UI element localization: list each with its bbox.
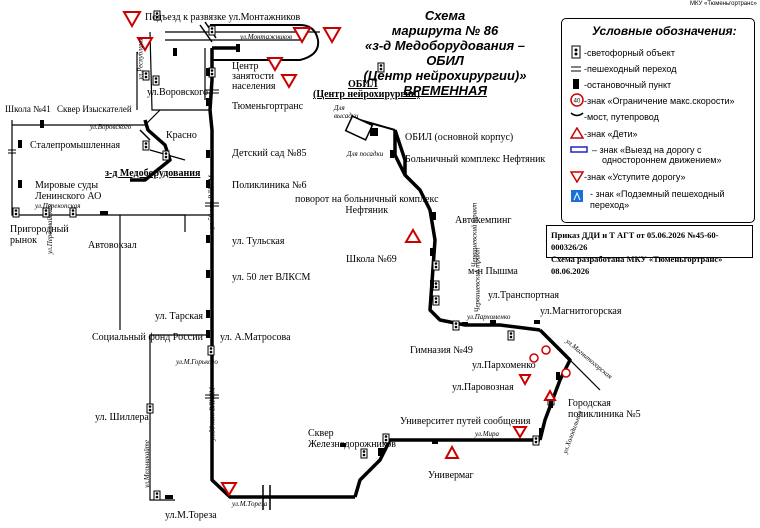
stop-label: Сквер Изыскателей — [57, 104, 132, 114]
stop-label: м-н Пышма — [468, 266, 518, 277]
stop-label: ул.Пархоменко — [472, 360, 536, 371]
legend-item: -мост, путепровод — [584, 112, 659, 122]
street-name: Червишевский тракт — [470, 202, 479, 268]
legend-item: -светофорный объект — [584, 48, 675, 58]
title-line: (Центр нейрохирургии)» — [363, 68, 527, 83]
stop-label: ул. Тарская — [155, 311, 204, 322]
underground-crossing-sign-icon — [571, 190, 583, 202]
street-name: ул.М.Тореза — [232, 500, 268, 508]
stop-label: ул.Воровского — [147, 87, 209, 98]
street-name: ул.Пархоменко — [467, 313, 511, 321]
stop-label: ул. Шиллера — [95, 412, 149, 423]
stop-label: ул.Транспортная — [488, 290, 559, 301]
traffic-light-icon — [571, 45, 581, 59]
yield-signs — [122, 11, 532, 497]
yield-sign-icon — [570, 171, 584, 183]
stop-points — [18, 44, 560, 499]
stop-label: Больничный комплекс Нефтяник — [405, 154, 546, 165]
stop-label: ОБИЛ — [348, 79, 378, 90]
direction-arrow — [139, 129, 151, 141]
legend-item: -знак «Уступите дорогу» — [584, 172, 686, 182]
one-way-exit-sign-icon — [570, 146, 588, 153]
title-temporary: ВРЕМЕННАЯ — [403, 83, 487, 98]
stop-label: Красно — [166, 130, 197, 141]
street-name: ул.Перекопская — [35, 202, 81, 210]
legend-item: одностороннем движением» — [602, 155, 722, 165]
stop-label: ул.Магнитогорская — [540, 306, 622, 317]
stop-label: Для посадки — [347, 150, 384, 158]
page-title: Схема маршрута № 86 «з-д Медоборудования… — [345, 8, 545, 98]
stop-label: Сталепромышленная — [30, 140, 121, 151]
speed-limit-sign-value: 40 — [574, 99, 581, 105]
title-line: Схема — [424, 8, 466, 23]
stop-label: Сквер Железнодорожников — [308, 428, 396, 450]
speed-limit-sign-icon: 40 — [570, 93, 584, 107]
street-name: ул.Монтажников — [240, 33, 293, 41]
traffic-lights — [12, 10, 555, 501]
stop-label: Центр занятости населения — [232, 61, 276, 92]
legend-item: переход» — [590, 200, 630, 210]
stop-label: Городская поликлиника №5 — [568, 398, 641, 420]
street-name: ул.50 лет ВЛКСМ — [207, 175, 216, 229]
bridge-icon — [570, 112, 584, 117]
stop-label: Поликлиника №6 — [232, 180, 307, 191]
stop-label: ОБИЛ (основной корпус) — [405, 132, 514, 143]
stop-label: Тюменьгортранс — [232, 101, 304, 112]
legend: Условные обозначения: -светофорный объек… — [561, 18, 755, 223]
street-name: ул.50 лет ВЛКСМ — [208, 387, 217, 441]
stop-label: Мировые суды Ленинского АО — [35, 180, 102, 202]
stop-label: Универмаг — [428, 470, 474, 481]
order-line: Приказ ДДИ и Т АГТ от 05.06.2026 №45-60-… — [551, 230, 719, 252]
children-sign-icon — [570, 127, 584, 139]
stop-label: Гимназия №49 — [410, 345, 473, 356]
stop-label: ул.М.Тореза — [165, 510, 217, 521]
obil-building — [344, 115, 378, 141]
stop-label: (Центр нейрохирургии) — [313, 89, 420, 100]
stop-label: Автовокзал — [88, 240, 137, 251]
credit: МКУ «Тюменьгортранс» — [690, 1, 757, 7]
stop-label: Детский сад №85 — [232, 148, 307, 159]
street-name: ул.М.Горького — [176, 358, 218, 366]
street-name: ул.Республики — [136, 38, 145, 80]
legend-item: -остановочный пункт — [584, 80, 672, 90]
stop-label: Для высадки — [334, 104, 359, 120]
stop-label: Автокемпинг — [455, 215, 512, 226]
stop-label: ул. А.Матросова — [220, 332, 291, 343]
stop-label: поворот на больничный комплекс Нефтяник — [295, 194, 439, 216]
stop-label: ул. Тульская — [232, 236, 285, 247]
stop-label: Школа №69 — [346, 254, 397, 265]
title-line: маршрута № 86 — [391, 23, 499, 38]
title-line: «з-д Медоборудования – ОБИЛ — [364, 38, 526, 68]
street-name: ул.Воровского — [90, 123, 132, 131]
order-note: Приказ ДДИ и Т АГТ от 05.06.2026 №45-60-… — [546, 225, 753, 276]
legend-item: -знак «Дети» — [584, 129, 638, 139]
order-line: Схема разработана МКУ «Тюменьгортранс» 0… — [551, 254, 723, 276]
legend-item: - знак «Подземный пешеходный — [590, 189, 725, 199]
stop-label: ул.Паровозная — [452, 382, 514, 393]
legend-item: -пешеходный переход — [584, 64, 677, 74]
stop-label: Университет путей сообщения — [400, 416, 531, 427]
legend-item: – знак «Выезд на дорогу с — [592, 145, 702, 155]
legend-heading: Условные обозначения: — [592, 24, 737, 38]
street-name: ул.Первомайская — [46, 204, 54, 254]
crosswalks — [8, 89, 219, 399]
legend-item: -знак «Ограничение макс.скорости» — [584, 96, 735, 106]
stop-label: ул. 50 лет ВЛКСМ — [232, 272, 311, 283]
stop-label: Школа №41 — [5, 104, 51, 114]
crosswalk-icon — [571, 66, 581, 72]
street-name: ул.Мира — [475, 430, 500, 438]
stop-label: Пригородный рынок — [10, 224, 69, 246]
stop-label: з-д Медоборудования — [105, 168, 201, 179]
stop-label: Социальный фонд России — [92, 332, 203, 343]
stop-point-icon — [573, 79, 579, 89]
speed-limit-signs — [529, 345, 571, 378]
street-name: ул.Мельникайте — [142, 440, 151, 488]
children-signs — [404, 228, 557, 459]
stop-label: Подъезд к развязке ул.Монтажников — [145, 12, 301, 23]
